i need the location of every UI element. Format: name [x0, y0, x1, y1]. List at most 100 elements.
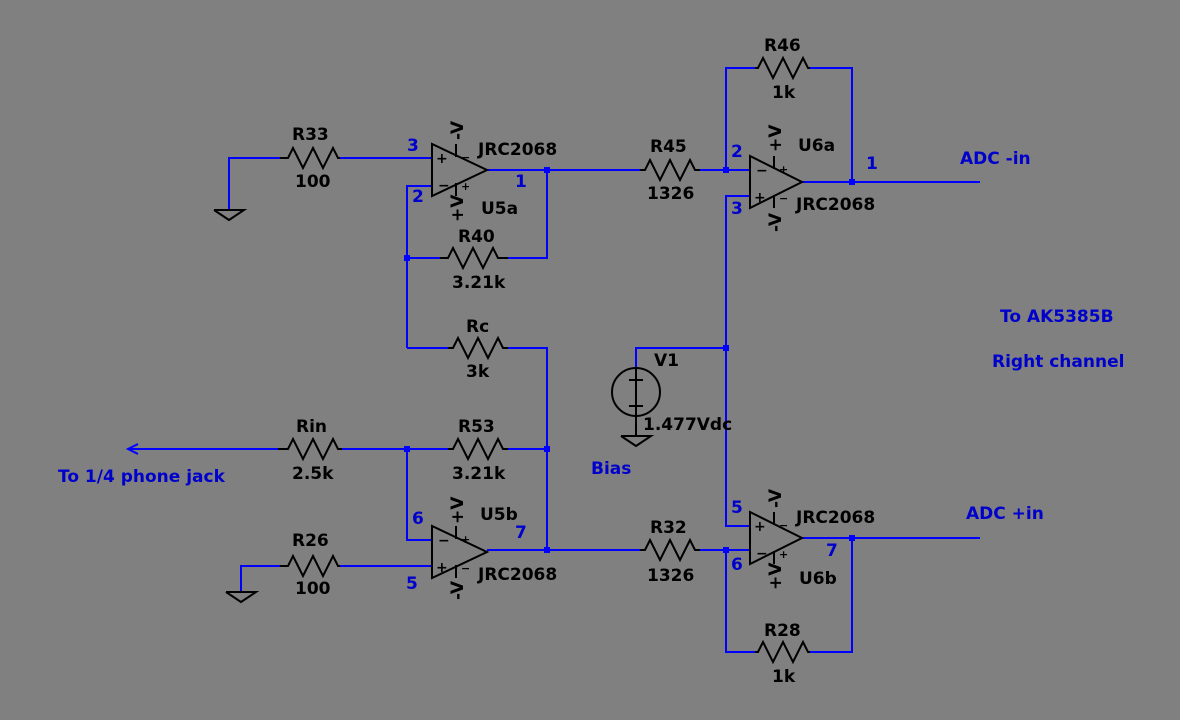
u6b-pin-inv: 6	[731, 555, 743, 575]
u6a-pin-inv: 2	[731, 142, 743, 162]
opamp-triangle-icon	[431, 142, 490, 198]
u5a-pin-inv: 2	[412, 187, 424, 207]
svg-text:−: −	[461, 562, 470, 575]
junction-rin	[404, 446, 410, 452]
wire-r46-right	[810, 67, 853, 182]
u6b-supply-pos: +V	[766, 562, 786, 590]
u6b-part: JRC2068	[795, 508, 875, 528]
opamp-triangle-icon	[431, 524, 490, 580]
svg-text:−: −	[779, 192, 788, 205]
resistor-r32: R32 1326	[640, 518, 700, 586]
resistor-r28: R28 1k	[755, 621, 810, 687]
u5b-ref: U5b	[480, 505, 518, 525]
ground-icon	[620, 416, 655, 448]
r46-ref: R46	[764, 36, 801, 56]
opamp-triangle-icon	[749, 510, 805, 566]
r45-ref: R45	[650, 137, 687, 157]
svg-text:+: +	[436, 560, 448, 576]
r32-value: 1326	[647, 566, 694, 586]
u6a-pin-noninv: 3	[731, 199, 743, 219]
opamp-triangle-icon	[749, 154, 805, 210]
u6b-pin-out: 7	[826, 541, 838, 561]
u5a-supply-neg: -V	[448, 120, 468, 140]
channel-note: Right channel	[992, 352, 1124, 372]
u6a-part: JRC2068	[795, 195, 875, 215]
resistor-r26: R26 100	[280, 531, 340, 599]
adc-neg-label: ADC -in	[960, 149, 1031, 169]
svg-text:−: −	[779, 519, 788, 532]
junction-r40	[404, 255, 410, 261]
u5b-part: JRC2068	[477, 565, 557, 585]
input-net-label: To 1/4 phone jack	[58, 467, 226, 487]
wire-r33-ground	[228, 157, 280, 210]
ground-icon	[213, 209, 248, 222]
wire-v1-plus	[635, 347, 726, 368]
rc-ref: Rc	[466, 317, 489, 337]
resistor-r33: R33 100	[280, 125, 340, 192]
svg-text:+: +	[754, 519, 766, 535]
svg-text:−: −	[756, 546, 768, 562]
r28-value: 1k	[772, 667, 796, 687]
junction-bias	[723, 345, 729, 351]
junction-r53	[544, 446, 550, 452]
r33-value: 100	[295, 172, 331, 192]
u6a-pin-out: 1	[866, 154, 878, 174]
svg-text:+: +	[754, 190, 766, 206]
u6a-supply-pos: +V	[766, 124, 786, 152]
svg-text:+: +	[461, 533, 470, 546]
r26-value: 100	[295, 579, 331, 599]
wires	[130, 67, 980, 653]
wire-rc-right	[508, 347, 548, 550]
u5a-pin-out: 1	[515, 172, 527, 192]
u5b-pin-inv: 6	[412, 509, 424, 529]
u6b-pin-noninv: 5	[731, 498, 743, 518]
resistor-r45: R45 1326	[640, 137, 700, 204]
u5a-ref: U5a	[481, 199, 518, 219]
ground-icon	[225, 591, 260, 604]
wire-r40-right	[508, 170, 548, 259]
input-port-arrow-icon	[125, 443, 139, 455]
junction-u6b-out	[849, 535, 855, 541]
resistor-rc: Rc 3k	[448, 317, 508, 382]
wire-bias-bus	[725, 195, 750, 527]
junction-u5b-out	[544, 547, 550, 553]
u5a-supply-pos: +V	[448, 194, 468, 222]
junction-u5a-out	[544, 167, 550, 173]
resistor-rin: Rin 2.5k	[278, 417, 342, 484]
junction-u6a-inv	[723, 167, 729, 173]
wire-r26-ground	[240, 565, 280, 592]
rc-value: 3k	[466, 362, 490, 382]
voltage-source-v1: V1 1.477Vdc Bias	[591, 351, 732, 479]
resistor-r46: R46 1k	[755, 36, 810, 103]
target-note: To AK5385B	[1000, 307, 1114, 327]
wire-r28-right	[810, 538, 853, 653]
r33-ref: R33	[292, 125, 329, 145]
junction-u6b-inv	[723, 547, 729, 553]
opamp-u6b: + − − + -V +V JRC2068 U6b 5 6 7	[731, 488, 875, 590]
bias-label: Bias	[591, 459, 631, 479]
r32-ref: R32	[650, 518, 687, 538]
junctions	[404, 167, 855, 553]
wire-u5b-inv	[406, 449, 432, 541]
v1-value: 1.477Vdc	[643, 415, 732, 435]
adc-pos-label: ADC +in	[966, 504, 1044, 524]
r53-value: 3.21k	[452, 464, 506, 484]
svg-text:+: +	[461, 180, 470, 193]
u6a-supply-neg: -V	[766, 212, 786, 232]
svg-text:+: +	[436, 151, 448, 167]
opamp-u5b: − + + − +V -V JRC2068 U5b 6 5 7	[406, 496, 557, 600]
u6a-ref: U6a	[798, 136, 835, 156]
resistor-r40: R40 3.21k	[440, 227, 508, 293]
svg-text:−: −	[438, 178, 450, 194]
r28-ref: R28	[764, 621, 801, 641]
svg-text:+: +	[779, 163, 788, 176]
opamp-u6a: − + + − +V -V U6a JRC2068 2 3 1	[731, 124, 878, 232]
u5b-pin-noninv: 5	[406, 574, 418, 594]
u5b-pin-out: 7	[515, 523, 527, 543]
u5b-supply-pos: +V	[448, 496, 468, 524]
r40-ref: R40	[458, 227, 495, 247]
opamp-u5a: + − − + -V +V JRC2068 U5a 3 2 1	[407, 120, 557, 222]
rin-ref: Rin	[296, 417, 327, 437]
